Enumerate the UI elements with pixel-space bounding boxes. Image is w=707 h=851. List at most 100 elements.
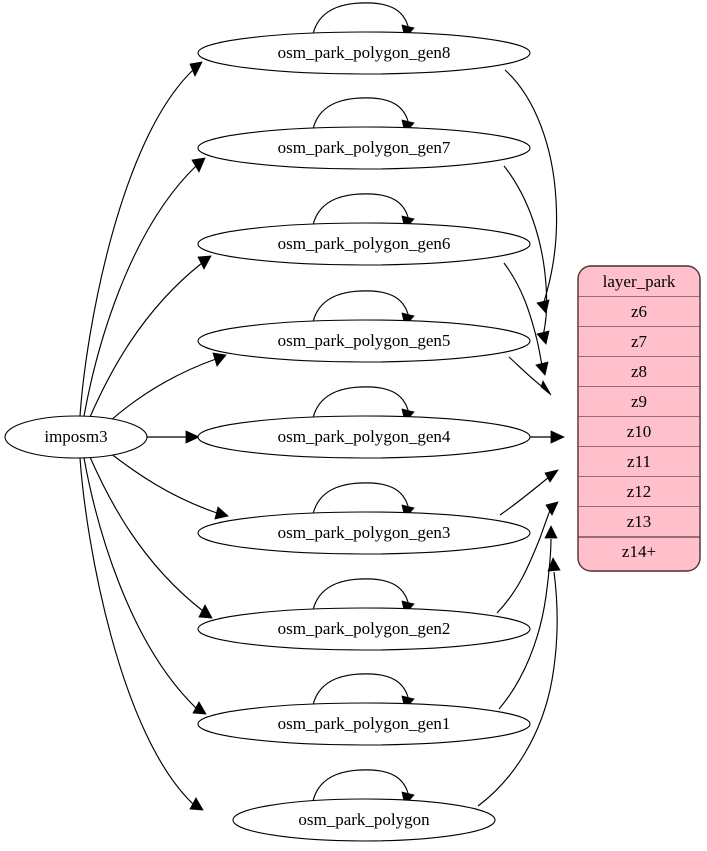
self-loop-gen2 xyxy=(312,578,409,611)
arrowhead-imposm3-gen6 xyxy=(197,255,212,270)
edge-gen2-to-z12 xyxy=(496,507,552,614)
arrowhead-imposm3-gen3 xyxy=(214,506,229,520)
row-label-z10: z10 xyxy=(627,422,652,441)
row-bg-z6[interactable] xyxy=(578,297,700,327)
row-bg-z12[interactable] xyxy=(578,477,700,507)
arrowhead-imposm3-gen5 xyxy=(212,352,227,367)
arrowhead-gen6-z8 xyxy=(535,361,549,376)
edge-gen6-to-z8 xyxy=(503,262,543,367)
edge-gen1-to-z13 xyxy=(498,538,552,710)
node-gen1[interactable]: osm_park_polygon_gen1 xyxy=(197,702,531,746)
arrowhead-imposm3-gen1 xyxy=(192,701,207,715)
arrowhead-imposm3-gen7 xyxy=(191,157,206,173)
edge-gen3-to-z11 xyxy=(499,476,550,516)
row-bg-z7[interactable] xyxy=(578,327,700,357)
arrowhead-imposm3-gen8 xyxy=(189,61,203,77)
ellipse-gen4[interactable] xyxy=(197,415,531,459)
arrowhead-gen2-z12 xyxy=(545,501,559,516)
table-header-label: layer_park xyxy=(603,272,676,291)
row-label-z11: z11 xyxy=(627,452,651,471)
self-loop-gen1 xyxy=(312,673,409,706)
ellipse-gen7[interactable] xyxy=(197,126,531,170)
ellipse-imposm3[interactable] xyxy=(4,415,148,459)
row-bg-z10[interactable] xyxy=(578,417,700,447)
table-row-z9[interactable]: z9 xyxy=(578,387,700,418)
row-label-z6: z6 xyxy=(631,302,647,321)
layer-park-table[interactable]: layer_park z6 z7 z8 xyxy=(577,265,701,572)
self-loop-gen5 xyxy=(312,290,409,323)
node-gen7[interactable]: osm_park_polygon_gen7 xyxy=(197,126,531,170)
node-gen3[interactable]: osm_park_polygon_gen3 xyxy=(197,511,531,555)
node-imposm3[interactable]: imposm3 xyxy=(4,415,148,459)
edge-imposm3-to-gen8 xyxy=(79,69,194,417)
node-label-gen1: osm_park_polygon_gen1 xyxy=(278,714,451,733)
ellipse-gen5[interactable] xyxy=(197,319,531,363)
edge-gen5-to-z9 xyxy=(508,356,546,390)
table-row-z14plus[interactable]: z14+ xyxy=(622,542,656,561)
row-label-z13: z13 xyxy=(627,512,652,531)
node-gen4[interactable]: osm_park_polygon_gen4 xyxy=(197,415,531,459)
edges-from-imposm3 xyxy=(79,61,229,811)
edge-imposm3-to-gen5 xyxy=(109,358,217,422)
table-row-z11[interactable]: z11 xyxy=(578,447,700,478)
edge-imposm3-to-base xyxy=(79,457,194,805)
self-loop-gen4 xyxy=(312,386,409,419)
ellipse-gen1[interactable] xyxy=(197,702,531,746)
arrowhead-gen7-z7 xyxy=(536,330,550,345)
node-label-gen6: osm_park_polygon_gen6 xyxy=(278,234,451,253)
node-label-gen7: osm_park_polygon_gen7 xyxy=(278,138,451,157)
node-label-gen5: osm_park_polygon_gen5 xyxy=(278,331,451,350)
row-label-z7: z7 xyxy=(631,332,648,351)
arrowhead-gen5-z9 xyxy=(540,380,552,396)
arrowhead-imposm3-base xyxy=(189,797,204,811)
edge-imposm3-to-gen7 xyxy=(83,165,197,417)
table-row-z12[interactable]: z12 xyxy=(578,477,700,508)
ellipse-gen6[interactable] xyxy=(197,222,531,266)
ellipse-gen2[interactable] xyxy=(197,607,531,651)
table-outer-border xyxy=(577,265,701,572)
edge-imposm3-to-gen2 xyxy=(89,456,204,612)
self-loop-base xyxy=(312,769,409,802)
arrowhead-gen4-z10 xyxy=(550,430,565,444)
edge-imposm3-to-gen6 xyxy=(89,262,203,418)
self-loop-gen7 xyxy=(312,97,409,130)
arrowhead-gen3-z11 xyxy=(544,469,559,483)
arrowhead-base-z14 xyxy=(547,557,561,572)
row-bg-z8[interactable] xyxy=(578,357,700,387)
node-base[interactable]: osm_park_polygon xyxy=(232,798,496,842)
row-label-z12: z12 xyxy=(627,482,652,501)
table-row-z13[interactable]: z13 xyxy=(578,507,700,538)
edge-imposm3-to-gen1 xyxy=(83,457,197,709)
row-label-z8: z8 xyxy=(631,362,647,381)
self-loop-gen3 xyxy=(312,482,409,515)
edge-gen7-to-z7 xyxy=(503,165,548,337)
node-label-gen2: osm_park_polygon_gen2 xyxy=(278,619,451,638)
node-gen2[interactable]: osm_park_polygon_gen2 xyxy=(197,607,531,651)
arrowhead-gen1-z13 xyxy=(544,525,558,539)
row-bg-z9[interactable] xyxy=(578,387,700,417)
row-bg-z13[interactable] xyxy=(578,507,700,537)
edge-gen8-to-z6 xyxy=(504,69,558,306)
arrowhead-imposm3-gen4 xyxy=(185,430,200,444)
node-gen8[interactable]: osm_park_polygon_gen8 xyxy=(197,31,531,75)
node-label-gen4: osm_park_polygon_gen4 xyxy=(278,427,451,446)
ellipse-osm-park-polygon[interactable] xyxy=(232,798,496,842)
table-row-z8[interactable]: z8 xyxy=(578,357,700,388)
row-bg-z11[interactable] xyxy=(578,447,700,477)
table-row-z6[interactable]: z6 xyxy=(578,297,700,328)
node-label-gen8: osm_park_polygon_gen8 xyxy=(278,43,451,62)
table-row-z10[interactable]: z10 xyxy=(578,417,700,448)
edge-base-to-z14 xyxy=(477,571,558,807)
node-gen5[interactable]: osm_park_polygon_gen5 xyxy=(197,319,531,363)
self-loop-gen8 xyxy=(312,2,409,35)
node-gen6[interactable]: osm_park_polygon_gen6 xyxy=(197,222,531,266)
node-label-imposm3: imposm3 xyxy=(44,427,107,446)
edge-imposm3-to-gen3 xyxy=(109,452,218,514)
ellipse-gen8[interactable] xyxy=(197,31,531,75)
table-row-z7[interactable]: z7 xyxy=(578,327,700,358)
row-label-z9: z9 xyxy=(631,392,647,411)
row-label-z14plus: z14+ xyxy=(622,542,656,561)
ellipse-gen3[interactable] xyxy=(197,511,531,555)
